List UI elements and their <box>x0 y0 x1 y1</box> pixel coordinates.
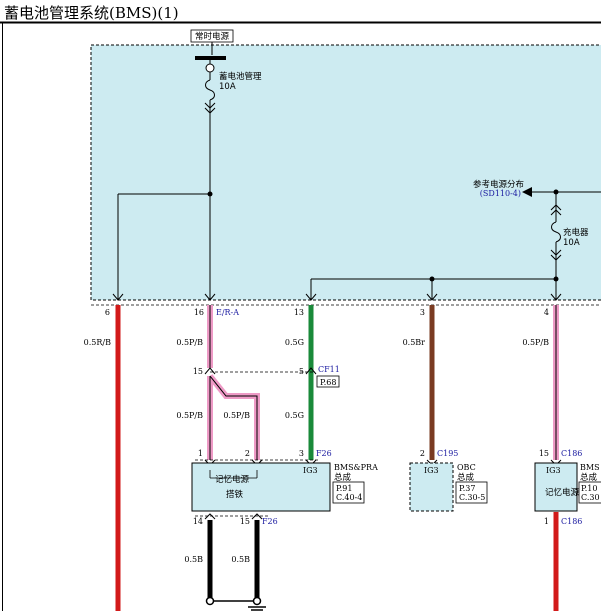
terminal-arrows <box>112 293 562 301</box>
m2-port: IG3 <box>424 466 439 475</box>
m1-ground: 搭铁 <box>226 489 244 500</box>
power-source-label: 常时电源 <box>195 31 230 42</box>
m2-loc: C.30-5 <box>459 493 485 502</box>
wire-label-13: 0.5G <box>285 338 304 347</box>
pin-16-tag: E/R-A <box>216 308 239 317</box>
m1-gconnector: F26 <box>262 517 278 526</box>
wire-label-6: 0.5R/B <box>84 338 111 347</box>
m2-page: P.37 <box>459 484 475 493</box>
module-bms-pra <box>191 462 331 512</box>
module-obc <box>409 462 454 512</box>
ground-wire-label-1: 0.5B <box>184 555 203 564</box>
m2-assembly: 总成 <box>457 472 475 483</box>
m1-pin-2: 2 <box>245 449 250 458</box>
pin-6: 6 <box>105 308 110 317</box>
m3-out-connector: C186 <box>561 517 582 526</box>
module-bms <box>534 462 578 512</box>
pin-13: 13 <box>294 308 304 317</box>
fuse-2-name: 充电器 <box>563 227 589 238</box>
m1-port: IG3 <box>303 466 318 475</box>
chevron-up-icon <box>550 204 562 216</box>
m2-name: OBC <box>457 463 476 472</box>
m3-assembly: 总成 <box>580 472 598 483</box>
splice-connector: CF11 <box>318 365 340 374</box>
splice-pin-right: 5 <box>299 367 304 376</box>
ref-power-label: 参考电源分布 <box>473 179 524 190</box>
m1-assembly: 总成 <box>334 472 352 483</box>
m3-page: P.10 <box>581 484 597 493</box>
m3-pin: 15 <box>539 449 549 458</box>
pin-4: 4 <box>544 308 549 317</box>
m1-gpin-15: 15 <box>240 517 250 526</box>
m1-connector: F26 <box>316 449 332 458</box>
wire-label-3: 0.5Br <box>403 338 426 347</box>
m1-pin-1: 1 <box>198 449 203 458</box>
m1-name: BMS&PRA <box>334 463 378 472</box>
m2-pin: 2 <box>420 449 425 458</box>
m1-pin-3: 3 <box>299 449 304 458</box>
m3-name: BMS <box>580 463 600 472</box>
splice-pin-left: 15 <box>193 367 203 376</box>
m3-port: IG3 <box>546 466 561 475</box>
m1-memory: 记忆电源 <box>215 474 250 485</box>
splice-page: P.68 <box>320 378 336 387</box>
ground-terminal <box>252 596 262 606</box>
fuse-1-name: 蓄电池管理 <box>219 71 262 82</box>
wire-label-split-a: 0.5P/B <box>176 411 203 420</box>
m2-connector: C195 <box>437 449 458 458</box>
ref-power-ref: (SD110-4) <box>480 189 521 198</box>
fuse-icon <box>205 79 215 101</box>
wire-label-16: 0.5P/B <box>176 338 203 347</box>
fuse-2-rating: 10A <box>563 238 580 248</box>
wire-label-split-c: 0.5G <box>285 411 304 420</box>
m1-page: P.91 <box>336 484 352 493</box>
ground-terminal <box>205 596 215 606</box>
m3-loc: C.30 <box>581 493 600 502</box>
fuse-terminal <box>205 63 215 73</box>
fuse-icon <box>551 221 561 243</box>
ground-wire-label-2: 0.5B <box>231 555 250 564</box>
pin-16: 16 <box>194 308 204 317</box>
m1-gpin-14: 14 <box>193 517 203 526</box>
fuse-box-panel <box>90 44 601 301</box>
m3-memory: 记忆电源 <box>545 487 580 498</box>
page-title: 蓄电池管理系统(BMS)(1) <box>4 4 179 22</box>
m3-connector: C186 <box>561 449 582 458</box>
wire-label-4: 0.5P/B <box>522 338 549 347</box>
pin-3: 3 <box>420 308 425 317</box>
fuse-1-rating: 10A <box>219 82 236 92</box>
m3-out-pin: 1 <box>544 517 549 526</box>
m1-loc: C.40-4 <box>336 493 362 502</box>
arrow-left-icon <box>522 187 532 197</box>
wire-label-split-b: 0.5P/B <box>223 411 250 420</box>
